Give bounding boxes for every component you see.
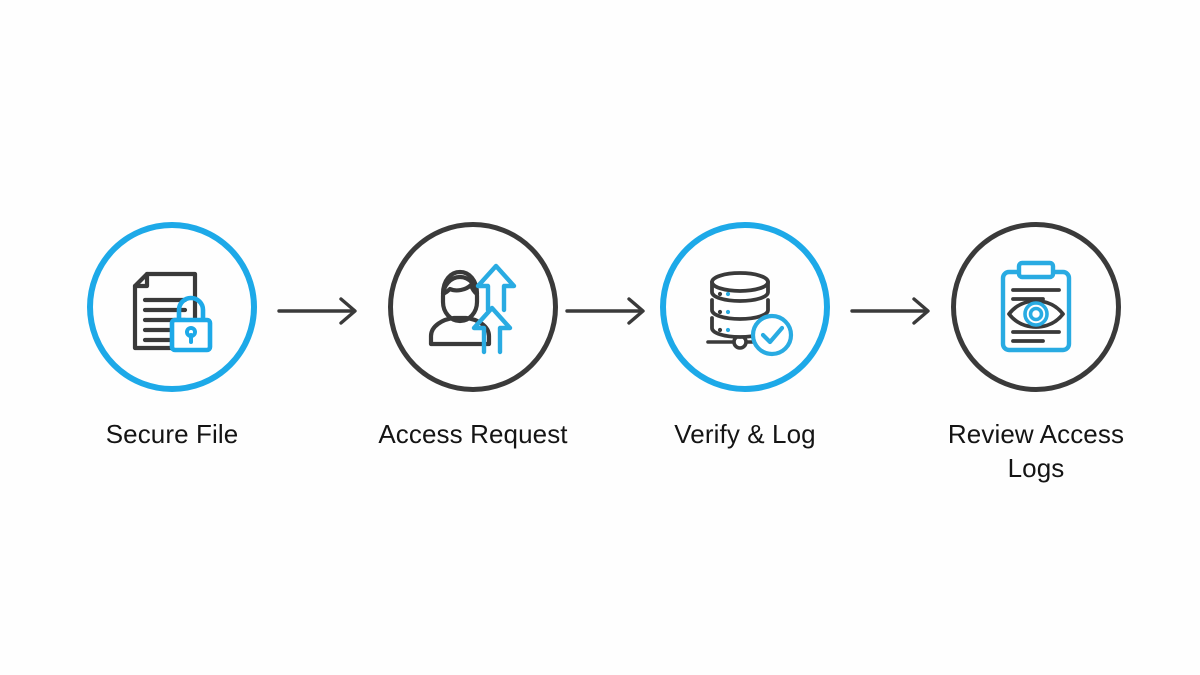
flow-step-secure-file[interactable]: Secure File: [57, 222, 287, 452]
connector-arrow-2: [565, 294, 653, 328]
connector-arrow-3: [850, 294, 938, 328]
document-lock-icon: [117, 252, 227, 362]
arrow-right-icon: [565, 297, 645, 325]
flow-step-access-request[interactable]: Access Request: [358, 222, 588, 452]
step-circle-2: [388, 222, 558, 392]
step-circle-1: [87, 222, 257, 392]
flow-step-review-access-logs[interactable]: Review Access Logs: [921, 222, 1151, 486]
user-upload-arrows-icon: [418, 252, 528, 362]
step-label-4: Review Access Logs: [947, 419, 1125, 483]
arrow-right-icon: [277, 297, 357, 325]
step-label-3: Verify & Log: [674, 419, 816, 449]
step-circle-3: [660, 222, 830, 392]
step-circle-4: [951, 222, 1121, 392]
arrow-right-icon: [850, 297, 930, 325]
flow-step-verify-and-log[interactable]: Verify & Log: [630, 222, 860, 452]
step-label-1: Secure File: [105, 419, 239, 449]
connector-arrow-1: [277, 294, 365, 328]
database-check-icon: [690, 252, 800, 362]
step-label-2: Access Request: [378, 419, 568, 449]
clipboard-eye-icon: [981, 252, 1091, 362]
